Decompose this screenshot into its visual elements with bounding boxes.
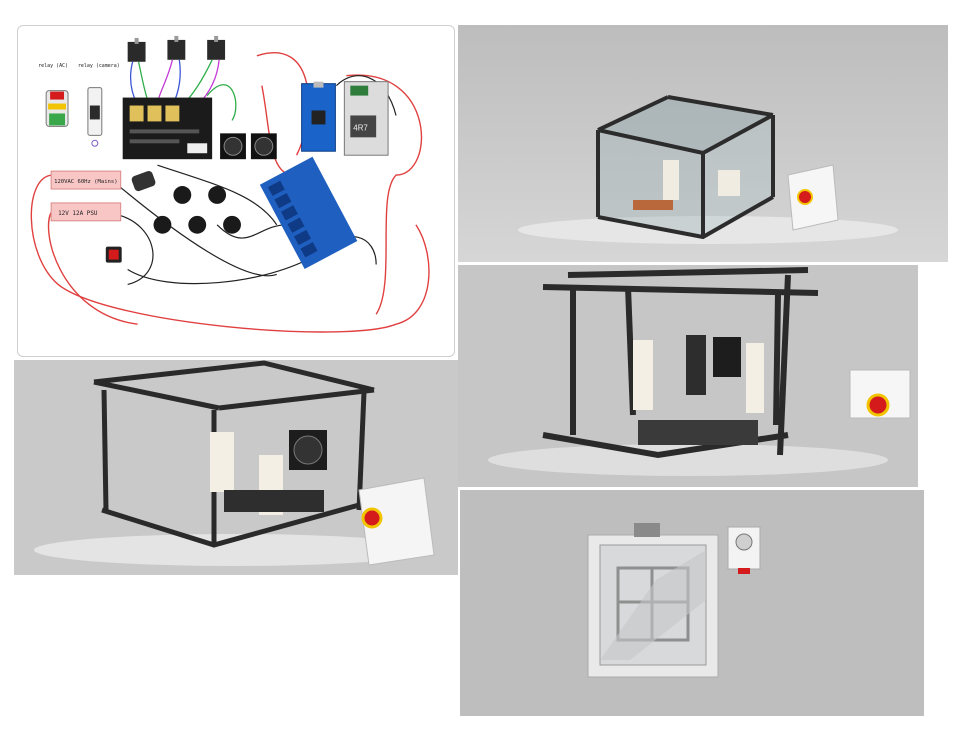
wiring-diagram: relay (AC) relay (camera) (30, 35, 430, 333)
buck-inductor-label: 4R7 (353, 123, 368, 132)
rocker-switch (105, 246, 122, 263)
stepper-motors (127, 35, 226, 62)
relay-ac (45, 90, 69, 127)
psu-label: 12V 12A PSU (58, 210, 98, 217)
limit-switches (153, 186, 241, 234)
signal-wires (117, 75, 397, 286)
relay-ac-label: relay (AC) (38, 63, 68, 69)
render-frame-perspective (14, 360, 458, 575)
relay-camera-label: relay (camera) (78, 63, 120, 69)
wiring-diagram-panel: relay (AC) relay (camera) (17, 25, 455, 357)
mains-box: 120VAC 60Hz (Mains) (50, 170, 122, 190)
buck-converter: 4R7 (343, 81, 389, 156)
render-frame-closeup-image (458, 265, 918, 487)
render-frame-perspective-image (14, 360, 458, 575)
mains-label: 120VAC 60Hz (Mains) (54, 179, 117, 185)
render-enclosure-glass-image (458, 25, 948, 262)
render-frame-closeup (458, 265, 918, 487)
relay-module (259, 156, 358, 269)
arduino-nano (301, 81, 336, 152)
relay-camera (87, 87, 103, 147)
mains-plug (131, 170, 156, 192)
controller-board (122, 97, 213, 160)
render-enclosure-glass (458, 25, 948, 262)
render-top-view-image (460, 490, 924, 716)
fans (220, 133, 277, 160)
psu-box: 12V 12A PSU (50, 202, 122, 222)
render-top-view (460, 490, 924, 716)
